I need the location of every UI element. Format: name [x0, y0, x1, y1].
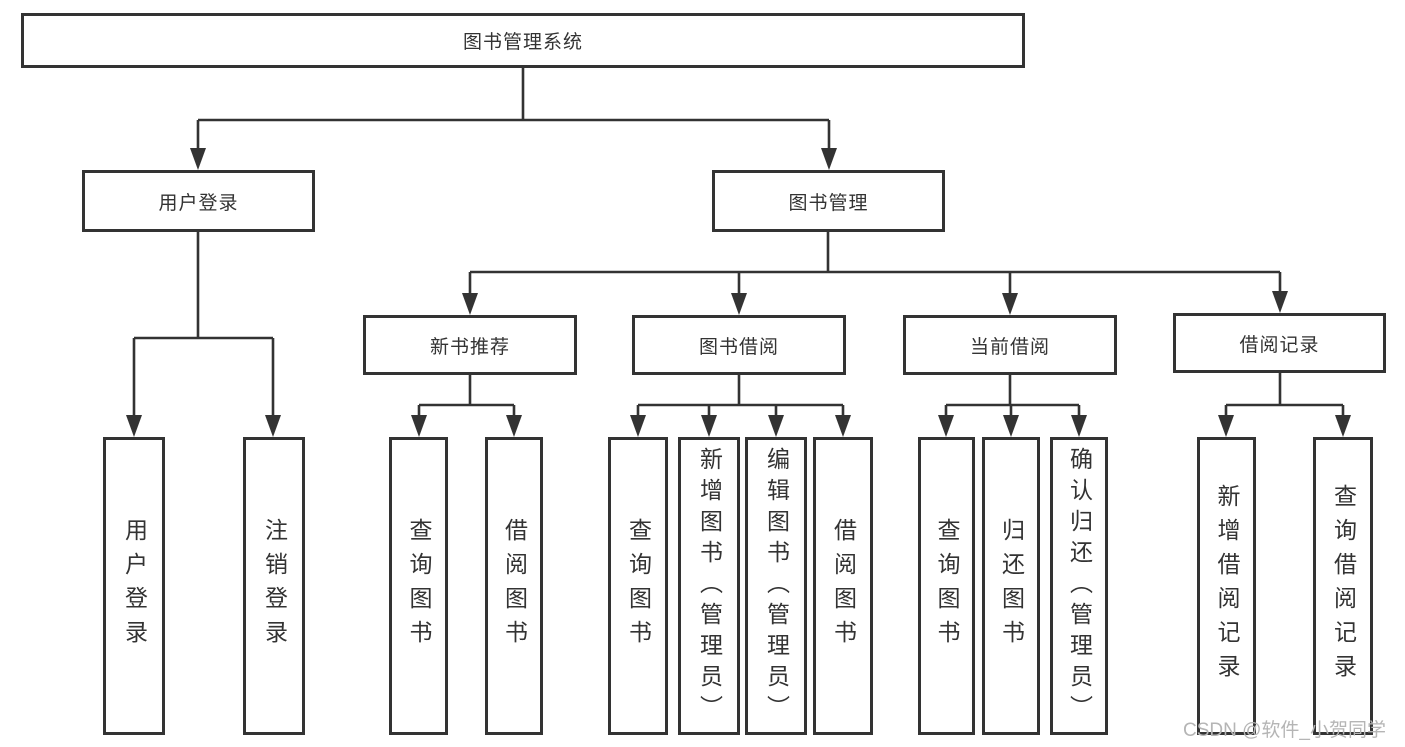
arrowhead — [1218, 415, 1234, 437]
leaf-query-books-current: 查询图书 — [918, 437, 975, 735]
arrowhead — [265, 415, 281, 437]
leaf-label: 归还图书 — [998, 518, 1025, 654]
leaf-label: 借阅图书 — [501, 518, 528, 654]
leaf-query-books-recommend: 查询图书 — [389, 437, 448, 735]
node-label: 图书管理 — [788, 192, 869, 214]
arrowhead — [411, 415, 427, 437]
arrowhead — [768, 415, 784, 437]
arrowhead — [126, 415, 142, 437]
arrowhead — [1335, 415, 1351, 437]
node-label: 图书借阅 — [698, 336, 779, 358]
arrowhead — [462, 293, 478, 315]
arrowhead — [1002, 293, 1018, 315]
leaf-query-books-borrow: 查询图书 — [608, 437, 668, 735]
leaf-label: 用户登录 — [121, 518, 148, 654]
csdn-watermark: CSDN @软件_小贺同学 — [1183, 720, 1386, 741]
node-borrow-records: 借阅记录 — [1173, 313, 1386, 373]
arrowhead — [938, 415, 954, 437]
leaf-label: 编辑图书（管理员） — [763, 446, 790, 726]
arrowhead — [1272, 291, 1288, 313]
arrowhead — [1003, 415, 1019, 437]
leaf-label: 新增借阅记录 — [1214, 484, 1240, 688]
node-label: 图书管理系统 — [462, 32, 583, 53]
leaf-label: 借阅图书 — [830, 518, 857, 654]
node-user-login: 用户登录 — [82, 170, 315, 232]
node-label: 借阅记录 — [1239, 334, 1320, 356]
leaf-borrow-books-recommend: 借阅图书 — [485, 437, 543, 735]
leaf-borrow-books: 借阅图书 — [813, 437, 873, 735]
node-new-book-recommend: 新书推荐 — [363, 315, 577, 375]
node-book-borrow: 图书借阅 — [632, 315, 846, 375]
leaf-query-borrow-record: 查询借阅记录 — [1313, 437, 1373, 735]
node-book-management: 图书管理 — [712, 170, 945, 232]
leaf-label: 查询图书 — [625, 518, 652, 654]
leaf-label: 注销登录 — [261, 518, 288, 654]
node-label: 新书推荐 — [429, 336, 510, 358]
leaf-label: 查询图书 — [934, 518, 960, 654]
leaf-return-books: 归还图书 — [982, 437, 1040, 735]
leaf-label: 查询借阅记录 — [1330, 484, 1357, 688]
arrowhead — [506, 415, 522, 437]
leaf-user-login: 用户登录 — [103, 437, 165, 735]
arrowhead — [821, 148, 837, 170]
node-label: 用户登录 — [158, 192, 239, 214]
leaf-edit-books-admin: 编辑图书（管理员） — [745, 437, 807, 735]
node-label: 当前借阅 — [969, 336, 1050, 358]
arrowhead — [190, 148, 206, 170]
arrowhead — [1071, 415, 1087, 437]
leaf-confirm-return-admin: 确认归还（管理员） — [1050, 437, 1108, 735]
leaf-add-borrow-record: 新增借阅记录 — [1197, 437, 1256, 735]
leaf-add-books-admin: 新增图书（管理员） — [678, 437, 740, 735]
node-current-borrow: 当前借阅 — [903, 315, 1117, 375]
leaf-label: 确认归还（管理员） — [1066, 446, 1093, 726]
arrowhead — [731, 293, 747, 315]
leaf-logout: 注销登录 — [243, 437, 305, 735]
arrowhead — [835, 415, 851, 437]
leaf-label: 新增图书（管理员） — [696, 446, 723, 726]
leaf-label: 查询图书 — [406, 518, 432, 654]
arrowhead — [630, 415, 646, 437]
arrowhead — [701, 415, 717, 437]
node-book-management-system: 图书管理系统 — [21, 13, 1025, 68]
